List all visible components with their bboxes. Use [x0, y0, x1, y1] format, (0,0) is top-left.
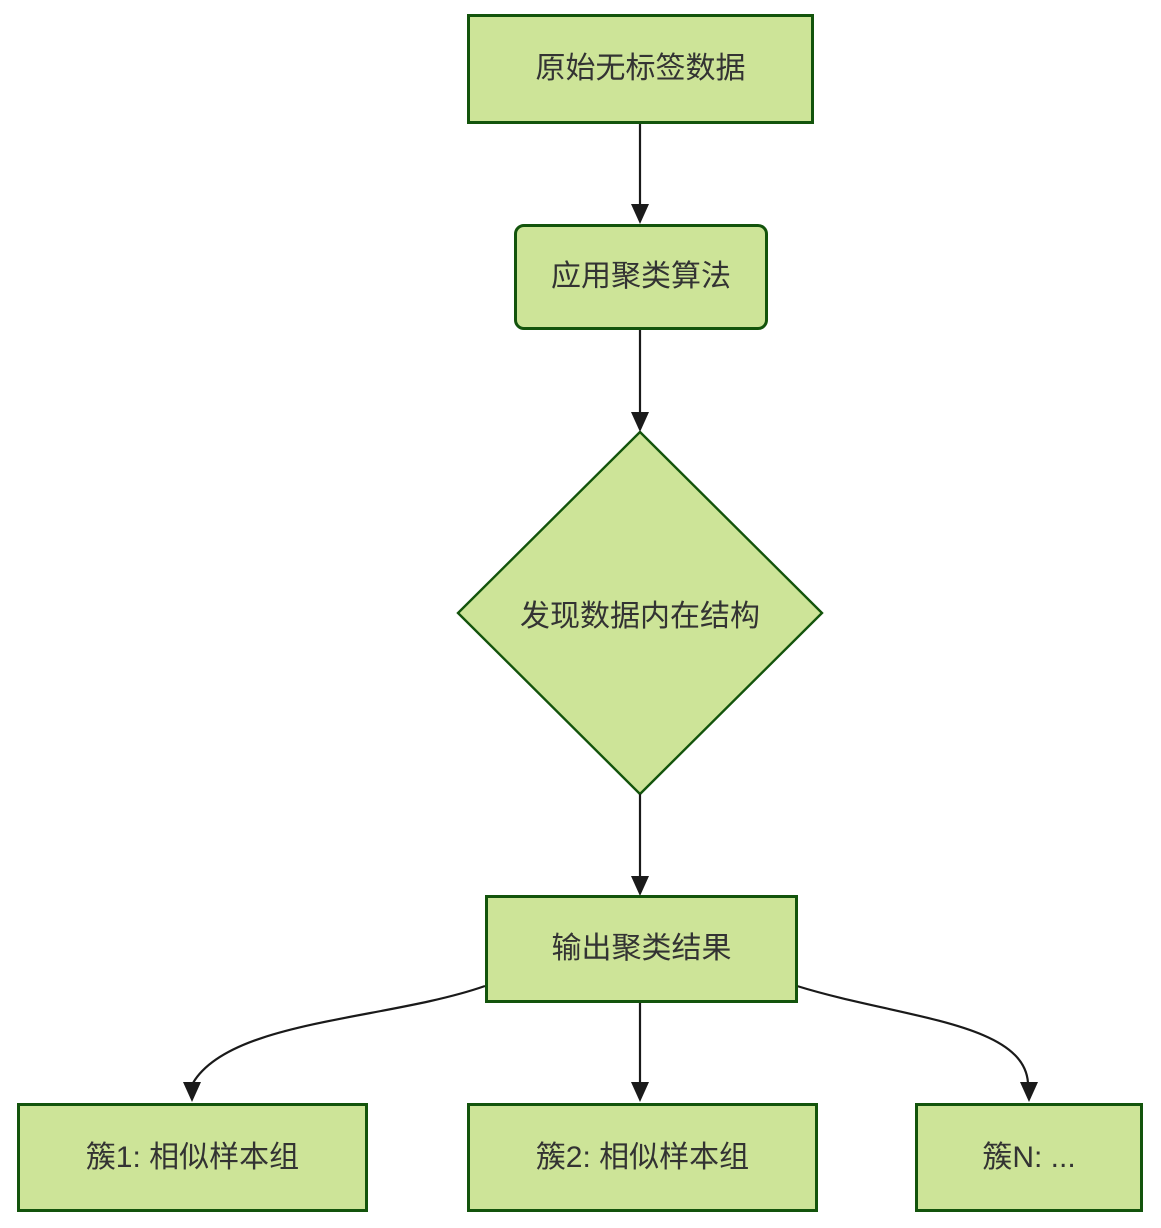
edge-output-to-clusterN [796, 984, 1030, 1084]
node-cluster-1: 簇1: 相似样本组 [17, 1103, 368, 1212]
node-apply-clustering-algorithm: 应用聚类算法 [514, 224, 768, 330]
node-raw-unlabeled-data-label: 原始无标签数据 [535, 52, 746, 85]
node-output-clustering-result-label: 输出聚类结果 [551, 932, 732, 965]
node-cluster-2-label: 簇2: 相似样本组 [535, 1140, 750, 1174]
node-discover-structure-label: 发现数据内在结构 [520, 600, 760, 633]
arrowhead-apply-to-discover [631, 412, 649, 432]
node-cluster-n-label: 簇N: ... [982, 1140, 1076, 1174]
node-cluster-n: 簇N: ... [915, 1103, 1143, 1212]
arrowhead-output-to-cluster1 [183, 1082, 201, 1102]
node-cluster-2: 簇2: 相似样本组 [467, 1103, 818, 1212]
node-raw-unlabeled-data: 原始无标签数据 [467, 14, 814, 124]
node-cluster-1-label: 簇1: 相似样本组 [85, 1140, 300, 1174]
arrowhead-raw-to-apply [631, 204, 649, 224]
edge-output-to-cluster1 [192, 984, 486, 1084]
arrowhead-output-to-clusterN [1020, 1082, 1038, 1102]
node-output-clustering-result: 输出聚类结果 [485, 895, 798, 1003]
node-discover-structure: 发现数据内在结构 [500, 586, 780, 640]
arrowhead-output-to-cluster2 [631, 1082, 649, 1102]
arrowhead-discover-to-output [631, 876, 649, 896]
node-apply-clustering-algorithm-label: 应用聚类算法 [551, 260, 731, 293]
